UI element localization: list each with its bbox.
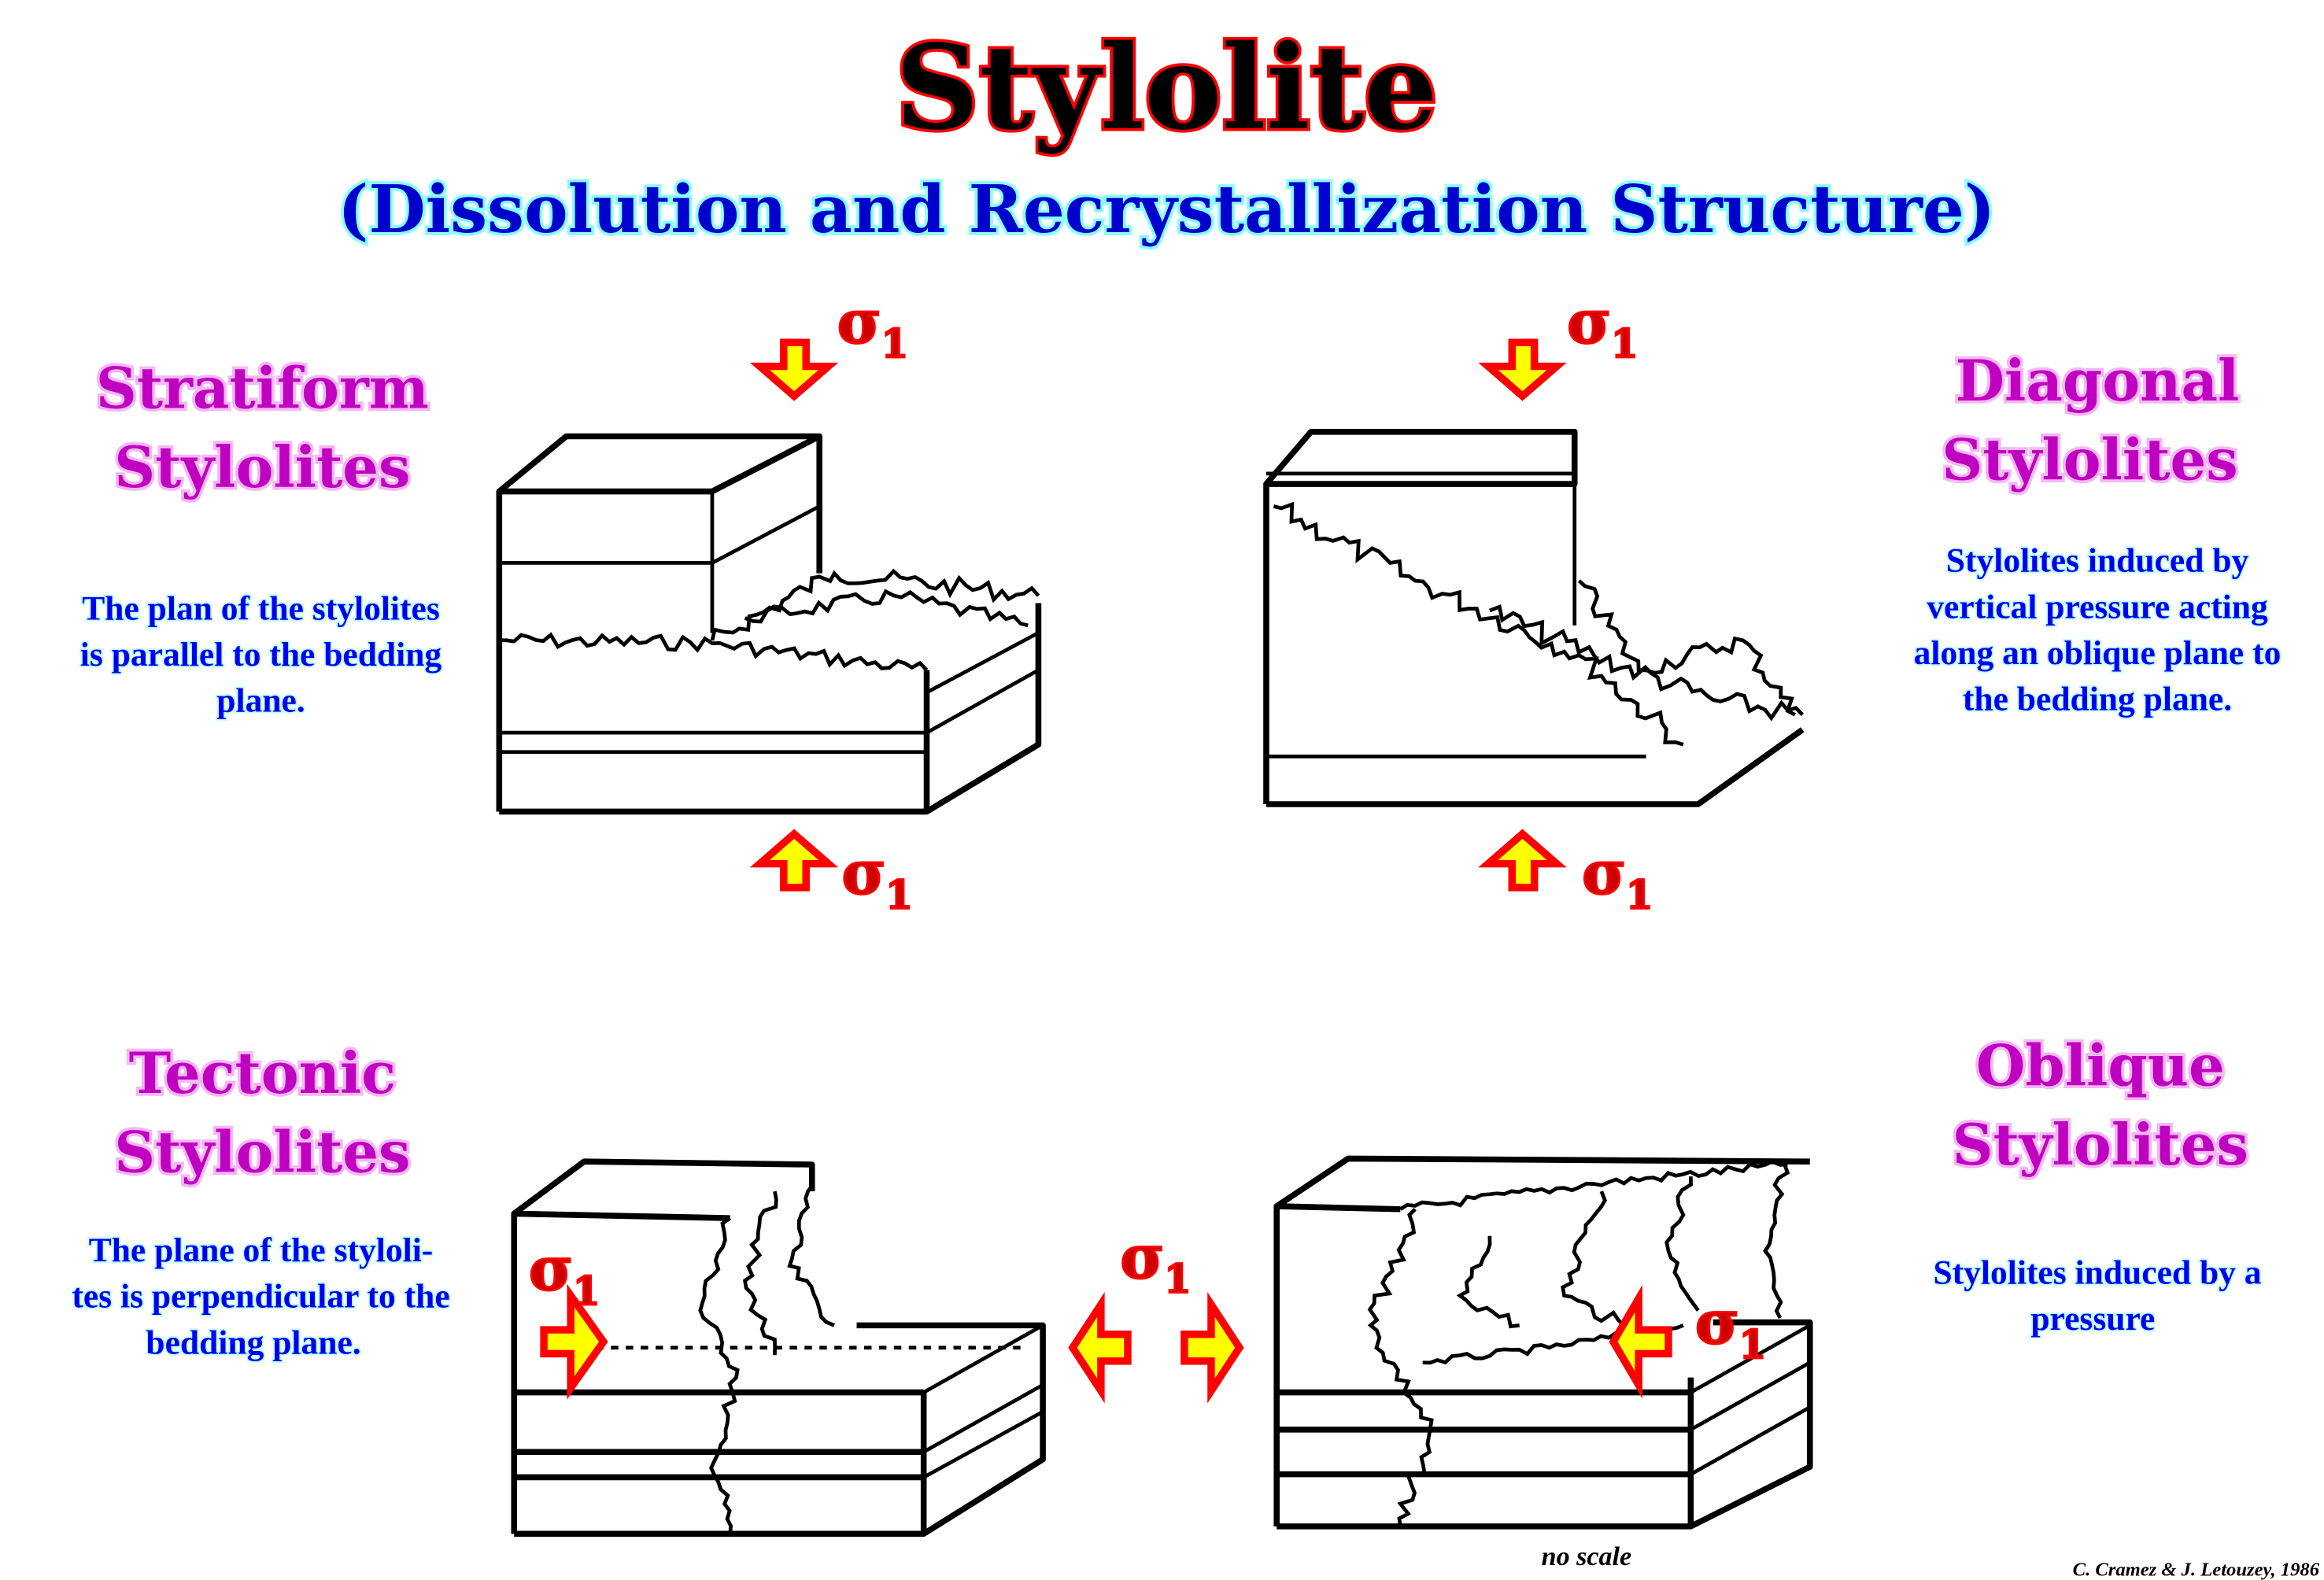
- arrow-right-icon: [1180, 1292, 1244, 1404]
- desc-stratiform-1: The plan of the stylolites: [82, 589, 440, 627]
- page-subtitle: (Dissolution and Recrystallization Struc…: [338, 171, 1995, 248]
- svg-text:σ1: σ1: [1121, 1222, 1192, 1302]
- desc-oblique-2: pressure: [2030, 1300, 2155, 1338]
- arrow-left-icon: [1609, 1284, 1672, 1399]
- desc-tectonic-1: The plane of the styloli-: [89, 1231, 434, 1269]
- sigma1-label: σ1: [1119, 1220, 1192, 1303]
- svg-text:σ1: σ1: [529, 1234, 600, 1314]
- stylolite-seam: [743, 1191, 778, 1356]
- stylolite-seam: [1489, 604, 1805, 722]
- stylolite-seam: [1577, 579, 1796, 717]
- heading-diagonal-1: Diagonal: [1956, 347, 2240, 414]
- heading-oblique-1: Oblique: [1976, 1032, 2225, 1099]
- sigma1-label: σ1: [1581, 836, 1654, 919]
- heading-stratiform-1: Stratiform: [96, 355, 429, 422]
- desc-diagonal-1: Stylolites induced by: [1946, 542, 2249, 580]
- heading-diagonal-2: Stylolites: [1942, 426, 2237, 493]
- arrow-left-icon: [1068, 1292, 1132, 1404]
- heading-oblique-2: Stylolites: [1953, 1111, 2248, 1178]
- arrow-up-icon: [1478, 829, 1567, 892]
- heading-tectonic-1: Tectonic: [129, 1039, 396, 1106]
- stylolite-seam: [698, 1216, 740, 1534]
- arrow-right-icon: [540, 1283, 608, 1400]
- credit: C. Cramez & J. Letouzey, 1986: [2073, 1559, 2320, 1580]
- block-diagram-tectonic: [511, 1158, 1046, 1538]
- sigma1-label: σ1: [837, 286, 910, 368]
- svg-text:σ1: σ1: [1567, 286, 1638, 367]
- stylolite-seam: [1664, 1176, 1700, 1312]
- desc-diagonal-3: along an oblique plane to: [1914, 634, 2282, 672]
- sigma1-label: σ1: [528, 1233, 601, 1316]
- stylolite-seam: [499, 632, 929, 672]
- arrow-down-icon: [749, 338, 839, 401]
- desc-tectonic-3: bedding plane.: [146, 1323, 360, 1361]
- stylolite-seam: [1561, 1191, 1625, 1327]
- block-diagram-diagonal: [1263, 429, 1805, 807]
- stylolite-seam: [1399, 1159, 1788, 1211]
- desc-stratiform-2: is parallel to the bedding: [80, 636, 442, 674]
- stylolite-seam: [744, 589, 1029, 628]
- desc-tectonic-2: tes is perpendicular to the: [72, 1278, 449, 1316]
- sigma1-label: σ1: [841, 836, 914, 919]
- block-diagram-stratiform: [496, 433, 1042, 815]
- stylolite-seam: [787, 1176, 836, 1327]
- stylolite-seam: [1273, 501, 1684, 747]
- sigma1-label: σ1: [1566, 286, 1639, 368]
- desc-stratiform-3: plane.: [216, 682, 305, 720]
- stylolite-seam: [710, 568, 1040, 641]
- svg-text:σ1: σ1: [842, 838, 913, 918]
- arrow-down-icon: [1478, 338, 1567, 401]
- svg-text:σ1: σ1: [1695, 1287, 1766, 1368]
- scale-note: no scale: [1542, 1542, 1631, 1571]
- svg-text:σ1: σ1: [1582, 838, 1653, 918]
- arrow-up-icon: [749, 829, 839, 892]
- heading-stratiform-2: Stylolites: [114, 434, 410, 500]
- stylolite-seam: [1763, 1164, 1790, 1319]
- stylolite-seam: [1456, 1235, 1520, 1329]
- block-diagram-oblique: [1273, 1155, 1813, 1530]
- svg-text:σ1: σ1: [837, 286, 908, 367]
- desc-diagonal-2: vertical pressure acting: [1927, 588, 2268, 626]
- heading-tectonic-2: Stylolites: [114, 1118, 410, 1185]
- stylolite-seam: [1367, 1208, 1434, 1527]
- page-title: Stylolite: [896, 19, 1438, 156]
- sigma1-label: σ1: [1694, 1287, 1768, 1369]
- desc-oblique-1: Stylolites induced by a: [1933, 1253, 2261, 1291]
- desc-diagonal-4: the bedding plane.: [1963, 681, 2232, 718]
